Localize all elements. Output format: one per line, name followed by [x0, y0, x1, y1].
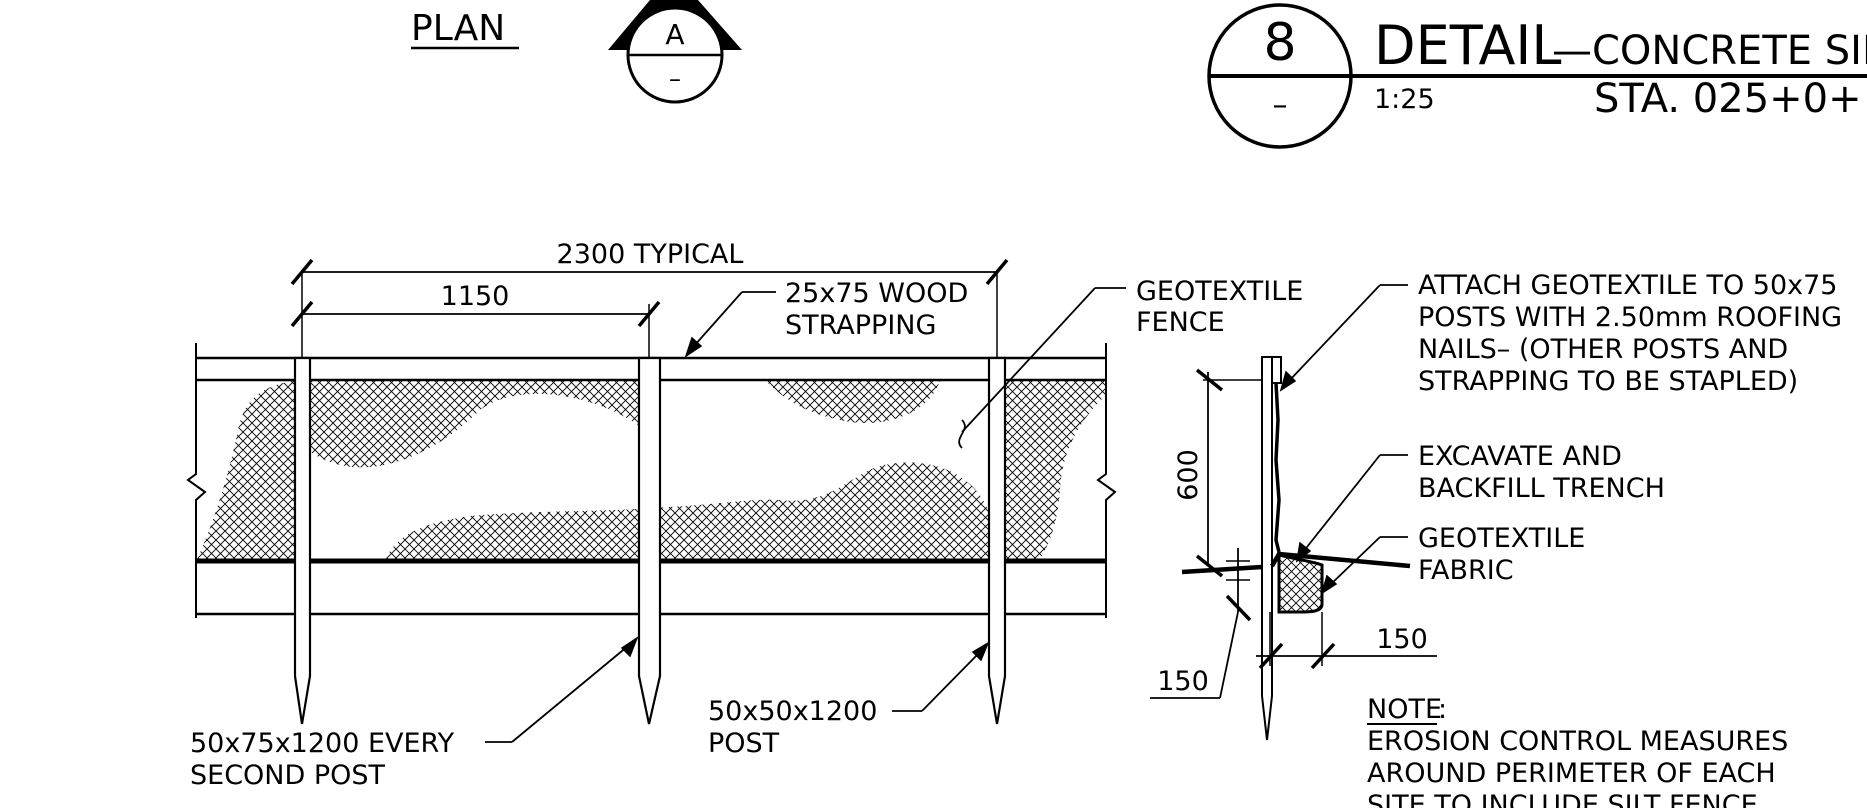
attach-line4: STRAPPING TO BE STAPLED) — [1418, 366, 1798, 397]
post-small-line2: POST — [708, 728, 780, 759]
callout-post-small: 50x50x1200 POST — [708, 641, 990, 759]
dimension-2300: 2300 TYPICAL — [290, 239, 1009, 358]
detail-title-sub: —CONCRETE SID — [1552, 28, 1867, 74]
section-post — [1261, 356, 1273, 741]
geotextile-fence-line2: FENCE — [1136, 307, 1225, 338]
section-sheet: – — [669, 65, 681, 93]
note-block: NOTE : EROSION CONTROL MEASURES AROUND P… — [1367, 694, 1788, 808]
post-small-line1: 50x50x1200 — [708, 696, 877, 727]
excavate-line1: EXCAVATE AND — [1418, 441, 1622, 472]
note-title: NOTE — [1367, 694, 1442, 725]
attach-line2: POSTS WITH 2.50mm ROOFING — [1418, 302, 1842, 333]
callout-post-large: 50x75x1200 EVERY SECOND POST — [190, 636, 639, 791]
detail-marker: 8 – DETAIL —CONCRETE SID 1:25 STA. 025+0… — [1207, 3, 1867, 149]
section-letter: A — [665, 18, 684, 51]
wood-strapping-line1: 25x75 WOOD — [785, 278, 968, 309]
note-colon: : — [1438, 694, 1447, 725]
plan-heading: PLAN — [411, 8, 519, 50]
post-2 — [637, 356, 662, 725]
callout-geotextile-fabric: GEOTEXTILE FABRIC — [1320, 523, 1585, 595]
geotextile-fabric-line2: FABRIC — [1418, 555, 1514, 586]
dimension-150-width: 150 — [1256, 612, 1437, 670]
post-3 — [987, 356, 1007, 725]
section-trench — [1277, 553, 1324, 614]
detail-title: DETAIL — [1374, 14, 1561, 77]
dimension-600-label: 600 — [1173, 449, 1204, 501]
post-large-line2: SECOND POST — [190, 760, 386, 791]
geotextile-fence-line1: GEOTEXTILE — [1136, 276, 1303, 307]
geotextile-fabric-hatch — [196, 380, 1106, 562]
fence-section: 600 150 150 ATTACH GEOTEXTILE TO 50x — [1150, 270, 1842, 741]
dimension-150-depth-label: 150 — [1157, 666, 1209, 697]
plan-label: PLAN — [411, 8, 505, 49]
note-line2: AROUND PERIMETER OF EACH — [1367, 758, 1776, 789]
callout-geotextile-fence: GEOTEXTILE FENCE — [958, 276, 1303, 449]
note-line3: SITE TO INCLUDE SILT FENCE — [1367, 790, 1758, 808]
dimension-150-width-label: 150 — [1376, 624, 1428, 655]
excavate-line2: BACKFILL TRENCH — [1418, 473, 1665, 504]
section-ground — [1181, 551, 1411, 575]
fence-elevation: 2300 TYPICAL 1150 25x75 WOOD STRAPPING G… — [186, 239, 1303, 791]
post-large-line1: 50x75x1200 EVERY — [190, 728, 455, 759]
right-break-line — [1096, 343, 1117, 618]
dimension-150-depth: 150 — [1150, 548, 1252, 699]
left-break-line — [186, 343, 207, 618]
wood-strapping-line2: STRAPPING — [785, 310, 936, 341]
post-1 — [293, 356, 312, 725]
dimension-600: 600 — [1173, 368, 1262, 578]
detail-sheet: – — [1273, 88, 1288, 123]
attach-line3: NAILS– (OTHER POSTS AND — [1418, 334, 1788, 365]
detail-scale: 1:25 — [1374, 84, 1435, 115]
callout-attach: ATTACH GEOTEXTILE TO 50x75 POSTS WITH 2.… — [1279, 270, 1842, 397]
section-fabric — [1274, 382, 1281, 553]
dimension-1150-label: 1150 — [441, 281, 510, 312]
callout-wood-strapping: 25x75 WOOD STRAPPING — [684, 278, 968, 358]
dimension-2300-label: 2300 TYPICAL — [557, 239, 744, 270]
geotextile-fabric-line1: GEOTEXTILE — [1418, 523, 1585, 554]
dimension-1150: 1150 — [290, 281, 661, 358]
attach-line1: ATTACH GEOTEXTILE TO 50x75 — [1418, 270, 1838, 301]
detail-number: 8 — [1263, 13, 1296, 73]
section-strapping — [1271, 356, 1282, 384]
note-line1: EROSION CONTROL MEASURES — [1367, 726, 1788, 757]
detail-station: STA. 025+0+ — [1594, 76, 1862, 122]
callout-excavate: EXCAVATE AND BACKFILL TRENCH — [1295, 441, 1665, 563]
section-marker: A – — [608, 0, 742, 104]
